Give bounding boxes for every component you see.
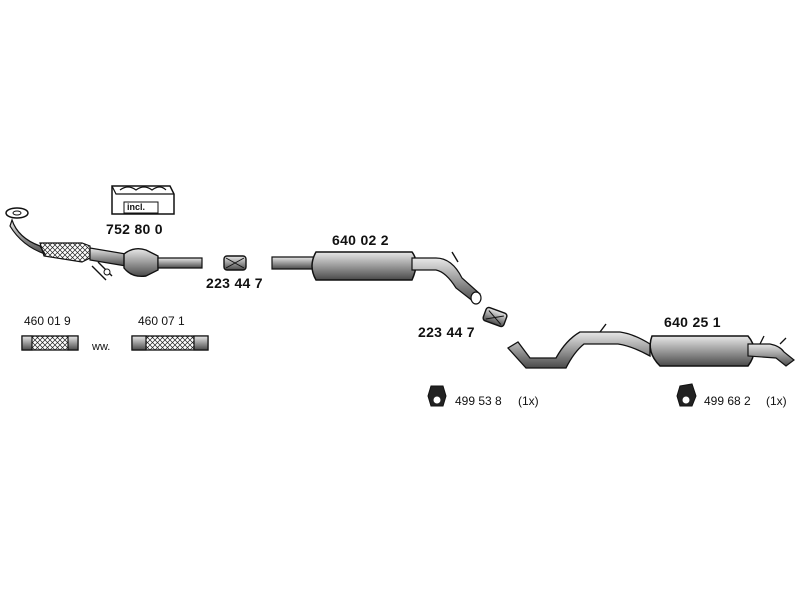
part-number-460019: 460 01 9 (24, 314, 71, 328)
part-number-499538: 499 53 8 (455, 394, 502, 408)
quantity-499538: (1x) (518, 394, 539, 408)
part-number-752800: 752 80 0 (106, 221, 163, 237)
gasket-set-box (111, 185, 175, 215)
hanger-2-icon (676, 383, 697, 407)
gasket-set-badge: incl. (127, 202, 146, 212)
rear-silencer (506, 323, 795, 369)
flex-pipe-b (131, 335, 209, 351)
flex-pipe-a (21, 335, 79, 351)
middle-silencer (271, 251, 482, 305)
part-number-223447-a: 223 44 7 (206, 275, 263, 291)
part-number-499682: 499 68 2 (704, 394, 751, 408)
front-pipe-with-catalyst (5, 207, 203, 281)
part-number-223447-b: 223 44 7 (418, 324, 475, 340)
part-number-460071: 460 07 1 (138, 314, 185, 328)
part-number-640251: 640 25 1 (664, 314, 721, 330)
quantity-499682: (1x) (766, 394, 787, 408)
connector-text: ww. (92, 341, 111, 353)
clamp-1-icon (223, 255, 247, 271)
hanger-1-icon (427, 385, 447, 407)
clamp-2-icon (482, 306, 508, 328)
part-number-640022: 640 02 2 (332, 232, 389, 248)
